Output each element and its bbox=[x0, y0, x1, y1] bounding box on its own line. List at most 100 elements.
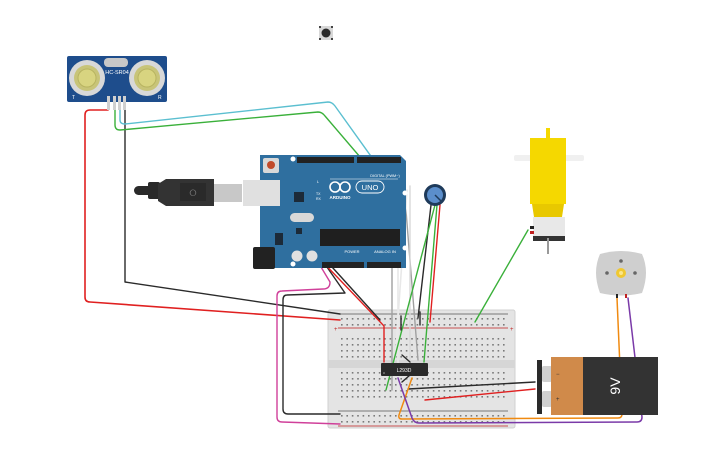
breadboard-hole[interactable] bbox=[346, 356, 348, 358]
breadboard-hole[interactable] bbox=[400, 350, 402, 352]
wire-black-jumper-1[interactable] bbox=[401, 354, 411, 363]
breadboard-hole[interactable] bbox=[405, 356, 408, 358]
breadboard-hole[interactable] bbox=[368, 378, 370, 380]
breadboard-hole[interactable] bbox=[389, 356, 392, 358]
breadboard-hole[interactable] bbox=[476, 344, 478, 346]
breadboard-hole[interactable] bbox=[411, 318, 413, 320]
wire-red-sensor-vcc[interactable] bbox=[84, 109, 341, 321]
breadboard-hole[interactable] bbox=[416, 318, 419, 320]
breadboard-hole[interactable] bbox=[486, 350, 489, 352]
breadboard-hole[interactable] bbox=[395, 390, 397, 392]
breadboard-hole[interactable] bbox=[476, 421, 478, 423]
breadboard-hole[interactable] bbox=[481, 338, 483, 340]
breadboard-hole[interactable] bbox=[378, 384, 381, 386]
gear-motor[interactable] bbox=[514, 128, 584, 254]
breadboard-hole[interactable] bbox=[432, 390, 435, 392]
sensor-pin-echo[interactable] bbox=[118, 96, 121, 110]
breadboard-hole[interactable] bbox=[395, 318, 397, 320]
breadboard-hole[interactable] bbox=[438, 356, 440, 358]
breadboard-hole[interactable] bbox=[470, 318, 473, 320]
breadboard-hole[interactable] bbox=[378, 350, 381, 352]
breadboard-hole[interactable] bbox=[405, 421, 408, 423]
breadboard-hole[interactable] bbox=[427, 415, 429, 417]
breadboard-hole[interactable] bbox=[503, 356, 505, 358]
breadboard-hole[interactable] bbox=[454, 318, 456, 320]
sensor-pin-vcc[interactable] bbox=[107, 96, 110, 110]
breadboard-hole[interactable] bbox=[459, 344, 462, 346]
breadboard-hole[interactable] bbox=[341, 318, 343, 320]
breadboard-hole[interactable] bbox=[368, 356, 370, 358]
breadboard-hole[interactable] bbox=[346, 344, 348, 346]
breadboard-hole[interactable] bbox=[476, 338, 478, 340]
breadboard-hole[interactable] bbox=[346, 415, 348, 417]
breadboard-hole[interactable] bbox=[497, 324, 500, 326]
breadboard-hole[interactable] bbox=[389, 396, 392, 398]
breadboard-hole[interactable] bbox=[454, 356, 456, 358]
breadboard-hole[interactable] bbox=[438, 344, 440, 346]
breadboard-hole[interactable] bbox=[432, 344, 435, 346]
breadboard-hole[interactable] bbox=[378, 378, 381, 380]
breadboard-hole[interactable] bbox=[492, 356, 494, 358]
breadboard-hole[interactable] bbox=[481, 421, 483, 423]
breadboard-hole[interactable] bbox=[454, 384, 456, 386]
breadboard-hole[interactable] bbox=[443, 415, 446, 417]
dc-motor-terminal-pos[interactable] bbox=[625, 294, 627, 298]
pushbutton[interactable] bbox=[319, 26, 333, 40]
breadboard-hole[interactable] bbox=[449, 415, 451, 417]
breadboard-hole[interactable] bbox=[346, 384, 348, 386]
breadboard-hole[interactable] bbox=[427, 384, 429, 386]
arduino-uno[interactable]: DIGITAL (PWM~) L TX RX UNO ARDUINO POWER… bbox=[243, 155, 408, 269]
wire-red-pot[interactable] bbox=[429, 204, 441, 323]
wire-black-pot[interactable] bbox=[417, 204, 432, 319]
breadboard-hole[interactable] bbox=[476, 324, 478, 326]
breadboard-hole[interactable] bbox=[486, 356, 489, 358]
breadboard-hole[interactable] bbox=[454, 372, 456, 374]
breadboard-hole[interactable] bbox=[411, 324, 413, 326]
breadboard-hole[interactable] bbox=[459, 415, 462, 417]
breadboard-hole[interactable] bbox=[449, 338, 451, 340]
breadboard-hole[interactable] bbox=[432, 415, 435, 417]
battery-terminal-neg[interactable] bbox=[542, 366, 552, 382]
breadboard-hole[interactable] bbox=[432, 338, 435, 340]
breadboard-hole[interactable] bbox=[405, 396, 408, 398]
breadboard-hole[interactable] bbox=[411, 384, 413, 386]
breadboard-hole[interactable] bbox=[497, 350, 500, 352]
breadboard-hole[interactable] bbox=[378, 390, 381, 392]
breadboard-hole[interactable] bbox=[373, 350, 375, 352]
breadboard-hole[interactable] bbox=[357, 421, 359, 423]
breadboard-hole[interactable] bbox=[497, 378, 500, 380]
breadboard-hole[interactable] bbox=[503, 318, 505, 320]
breadboard-hole[interactable] bbox=[465, 415, 467, 417]
potentiometer[interactable] bbox=[424, 184, 446, 206]
dc-motor[interactable] bbox=[596, 251, 646, 298]
breadboard-hole[interactable] bbox=[422, 378, 424, 380]
breadboard-hole[interactable] bbox=[341, 372, 343, 374]
breadboard-hole[interactable] bbox=[416, 378, 419, 380]
breadboard-hole[interactable] bbox=[405, 318, 408, 320]
breadboard-hole[interactable] bbox=[373, 378, 375, 380]
breadboard-hole[interactable] bbox=[384, 344, 386, 346]
breadboard-hole[interactable] bbox=[368, 390, 370, 392]
breadboard-hole[interactable] bbox=[470, 338, 473, 340]
wire-purple-dcmotor[interactable] bbox=[397, 297, 643, 424]
breadboard-hole[interactable] bbox=[400, 384, 402, 386]
breadboard-hole[interactable] bbox=[481, 372, 483, 374]
breadboard-hole[interactable] bbox=[443, 384, 446, 386]
arduino-analog-header[interactable] bbox=[367, 262, 401, 268]
dc-motor-terminal-neg[interactable] bbox=[616, 294, 618, 298]
breadboard-hole[interactable] bbox=[443, 372, 446, 374]
breadboard-hole[interactable] bbox=[389, 338, 392, 340]
ultrasonic-sensor[interactable]: HC-SR04 T R bbox=[67, 56, 167, 110]
breadboard-hole[interactable] bbox=[503, 421, 505, 423]
breadboard-hole[interactable] bbox=[373, 338, 375, 340]
wire-gray-2[interactable] bbox=[403, 185, 419, 361]
breadboard-hole[interactable] bbox=[481, 415, 483, 417]
breadboard-hole[interactable] bbox=[449, 324, 451, 326]
breadboard-hole[interactable] bbox=[405, 350, 408, 352]
breadboard-hole[interactable] bbox=[373, 384, 375, 386]
breadboard-hole[interactable] bbox=[389, 318, 392, 320]
breadboard-hole[interactable] bbox=[503, 415, 505, 417]
breadboard-hole[interactable] bbox=[411, 344, 413, 346]
breadboard-hole[interactable] bbox=[454, 324, 456, 326]
breadboard-hole[interactable] bbox=[362, 415, 365, 417]
